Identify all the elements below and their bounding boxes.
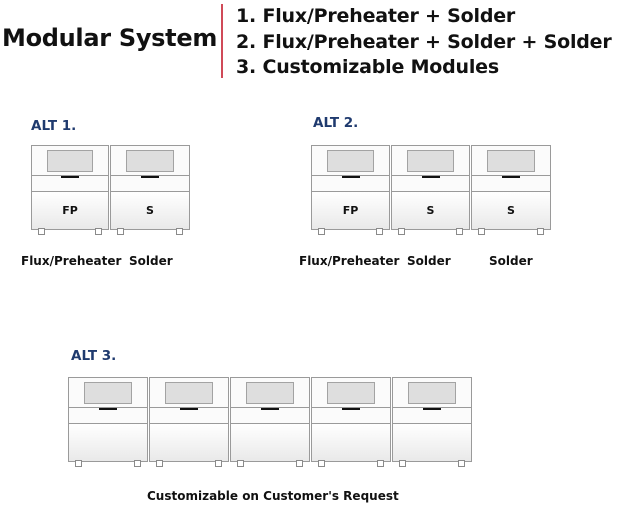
module-slot: [180, 408, 198, 410]
alt3-label: ALT 3.: [71, 348, 117, 364]
alt3-module-3: [230, 377, 310, 467]
module-foot: [296, 460, 303, 467]
alt1-caption-flux-preheater: Flux/Preheater: [21, 254, 122, 268]
module-window: [84, 382, 132, 404]
module-slot: [141, 176, 159, 178]
module-foot: [237, 460, 244, 467]
alt2-module-fp: FP: [311, 145, 390, 235]
module-tag: S: [507, 204, 515, 217]
alt2-caption-solder-1: Solder: [407, 254, 451, 268]
module-slot: [423, 408, 441, 410]
module-slot: [61, 176, 79, 178]
module-foot: [456, 228, 463, 235]
alt3-module-5: [392, 377, 472, 467]
alt3-caption: Customizable on Customer's Request: [147, 489, 399, 503]
module-window: [327, 382, 375, 404]
module-tag: S: [146, 204, 154, 217]
alt1-module-fp: FP: [31, 145, 109, 235]
alt3-module-2: [149, 377, 229, 467]
configuration-option-3: 3. Customizable Modules: [236, 56, 499, 78]
module-slot: [341, 176, 360, 178]
alt1-machine: FP S: [31, 145, 190, 235]
alt2-machine: FP S S: [311, 145, 551, 235]
alt2-caption-flux-preheater: Flux/Preheater: [299, 254, 400, 268]
module-tag: FP: [62, 204, 78, 217]
module-foot: [117, 228, 124, 235]
module-slot: [261, 408, 279, 410]
module-foot: [134, 460, 141, 467]
module-slot: [502, 176, 520, 178]
alt2-module-s1: S: [391, 145, 470, 235]
module-window: [327, 150, 374, 172]
module-foot: [377, 460, 384, 467]
module-foot: [318, 460, 325, 467]
module-window: [408, 382, 456, 404]
module-slot: [99, 408, 117, 410]
alt1-module-s: S: [110, 145, 190, 235]
module-foot: [38, 228, 45, 235]
module-window: [246, 382, 294, 404]
alt3-module-4: [311, 377, 391, 467]
alt2-module-s2: S: [471, 145, 551, 235]
module-slot: [342, 408, 360, 410]
module-foot: [376, 228, 383, 235]
module-foot: [478, 228, 485, 235]
module-foot: [95, 228, 102, 235]
page-title: Modular System: [2, 24, 218, 52]
alt2-label: ALT 2.: [313, 115, 359, 131]
module-window: [487, 150, 535, 172]
module-tag: FP: [342, 204, 359, 217]
module-slot: [421, 176, 440, 178]
module-foot: [318, 228, 325, 235]
alt3-machine: [68, 377, 472, 467]
configuration-option-1: 1. Flux/Preheater + Solder: [236, 5, 516, 27]
module-tag: S: [426, 204, 435, 217]
header-divider: [221, 4, 223, 78]
alt3-module-1: [68, 377, 148, 467]
alt1-caption-solder: Solder: [129, 254, 173, 268]
module-foot: [398, 228, 405, 235]
module-window: [407, 150, 454, 172]
module-foot: [156, 460, 163, 467]
module-foot: [75, 460, 82, 467]
module-foot: [537, 228, 544, 235]
module-foot: [215, 460, 222, 467]
alt2-caption-solder-2: Solder: [489, 254, 533, 268]
alt1-label: ALT 1.: [31, 118, 77, 134]
module-window: [165, 382, 213, 404]
module-foot: [399, 460, 406, 467]
module-window: [47, 150, 93, 172]
configuration-option-2: 2. Flux/Preheater + Solder + Solder: [236, 30, 612, 53]
module-window: [126, 150, 174, 172]
module-foot: [458, 460, 465, 467]
configuration-list: 1. Flux/Preheater + Solder 2. Flux/Prehe…: [236, 4, 612, 81]
module-foot: [176, 228, 183, 235]
